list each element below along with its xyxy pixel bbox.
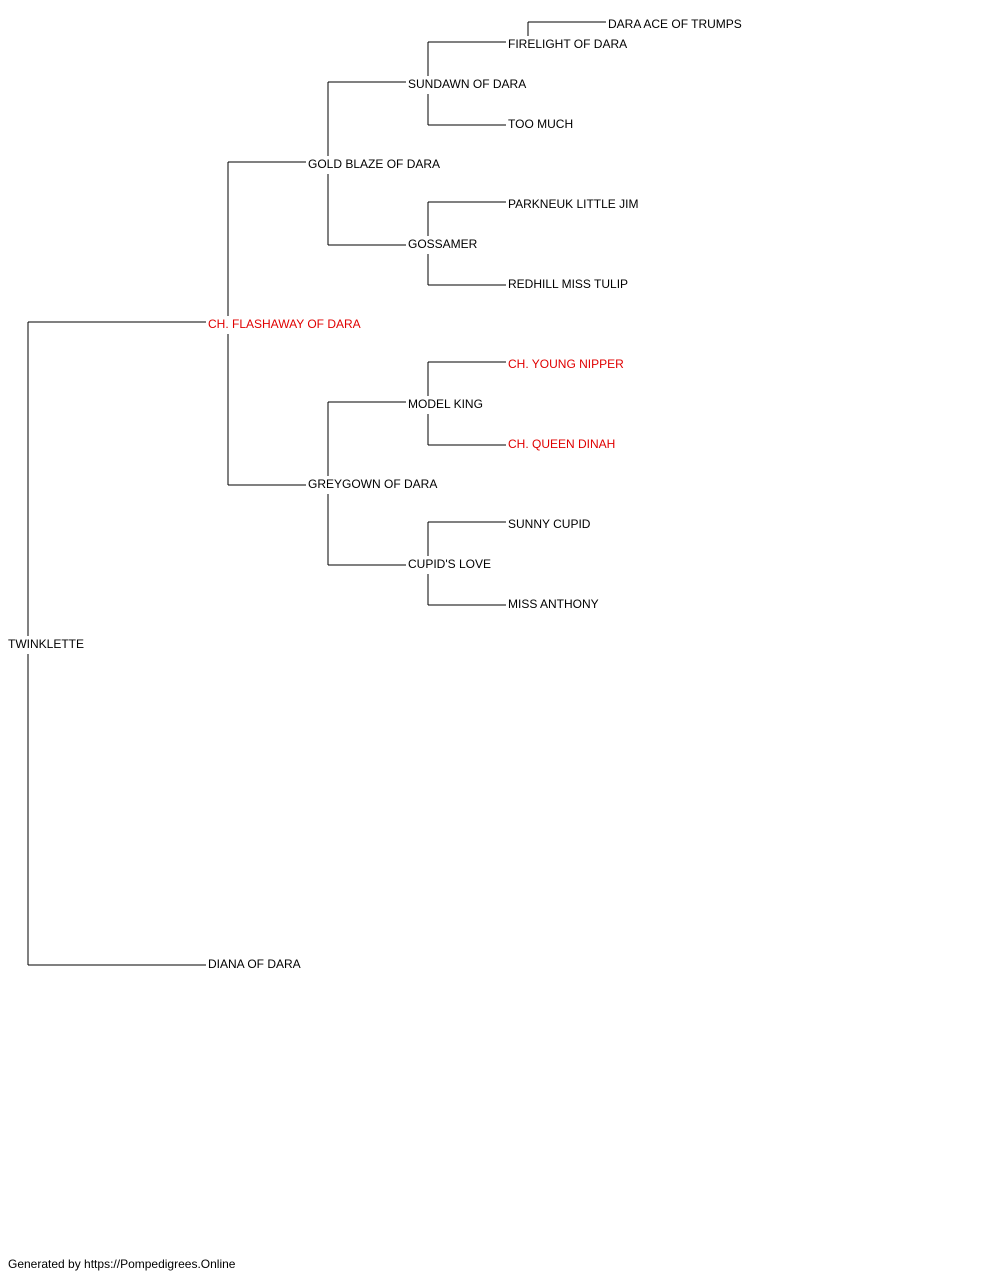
dog-cupids-love: CUPID'S LOVE <box>408 557 491 571</box>
dog-twinklette: TWINKLETTE <box>8 637 85 651</box>
dog-ch-flashaway-of-dara: CH. FLASHAWAY OF DARA <box>208 317 361 331</box>
dog-model-king: MODEL KING <box>408 397 483 411</box>
dog-gold-blaze-of-dara: GOLD BLAZE OF DARA <box>308 157 441 171</box>
dog-miss-anthony: MISS ANTHONY <box>508 597 599 611</box>
dog-gossamer: GOSSAMER <box>408 237 478 251</box>
dog-greygown-of-dara: GREYGOWN OF DARA <box>308 477 438 491</box>
dog-firelight-of-dara: FIRELIGHT OF DARA <box>508 37 628 51</box>
generated-by-footer: Generated by https://Pompedigrees.Online <box>8 1257 236 1271</box>
dog-sunny-cupid: SUNNY CUPID <box>508 517 591 531</box>
dog-diana-of-dara: DIANA OF DARA <box>208 957 301 971</box>
dog-redhill-miss-tulip: REDHILL MISS TULIP <box>508 277 629 291</box>
dog-too-much: TOO MUCH <box>508 117 574 131</box>
dog-sundawn-of-dara: SUNDAWN OF DARA <box>408 77 527 91</box>
dog-dara-ace-of-trumps: DARA ACE OF TRUMPS <box>608 17 742 31</box>
dog-ch-young-nipper: CH. YOUNG NIPPER <box>508 357 624 371</box>
dog-parkneuk-little-jim: PARKNEUK LITTLE JIM <box>508 197 639 211</box>
dog-ch-queen-dinah: CH. QUEEN DINAH <box>508 437 616 451</box>
